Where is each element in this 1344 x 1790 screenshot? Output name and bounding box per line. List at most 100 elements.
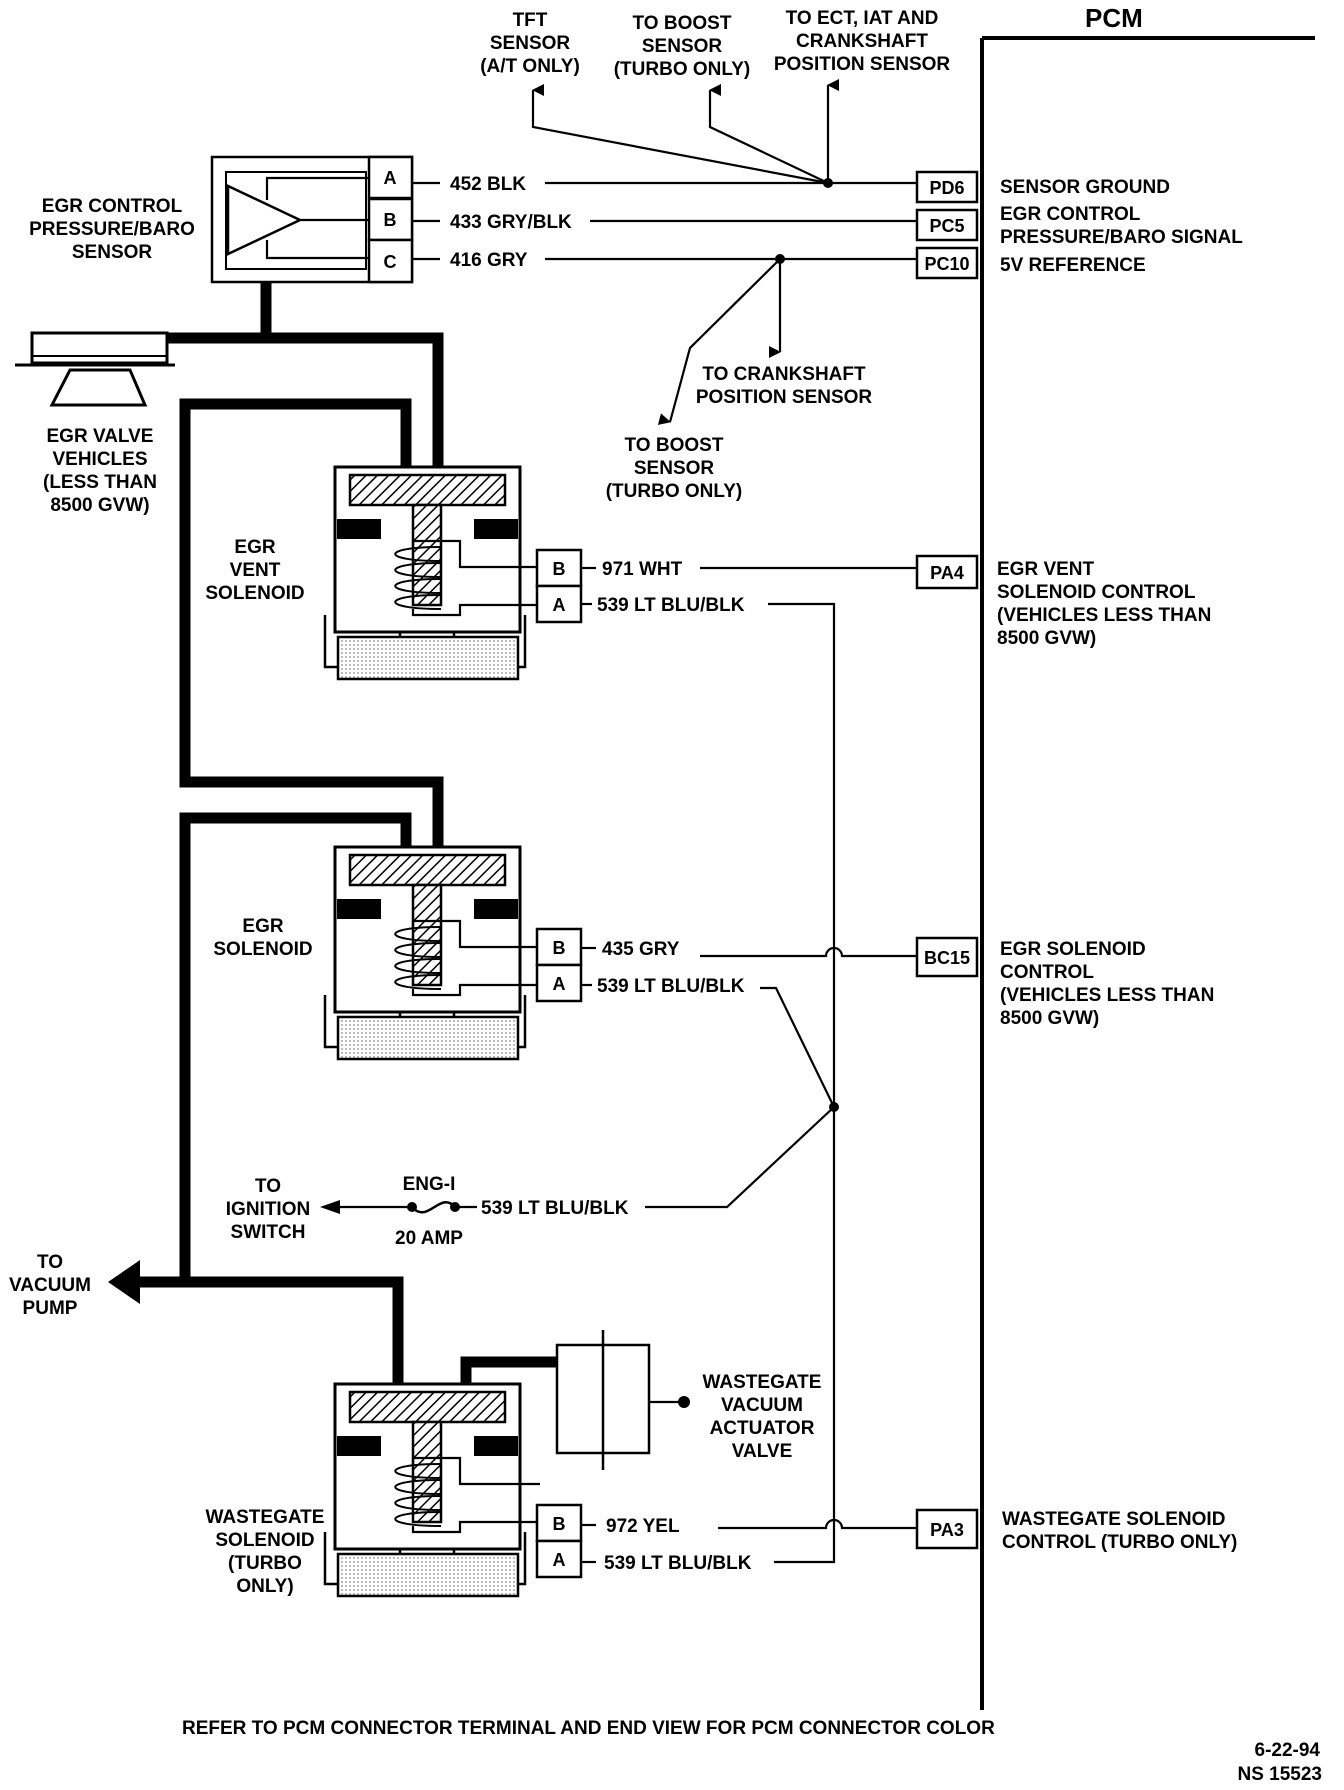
vacuum-pump-label-line1: TO [37,1252,63,1273]
pin-desc-pa4-line3: (VEHICLES LESS THAN [997,605,1211,626]
boost-top-label-line2: SENSOR [642,36,723,57]
footer-date: 6-22-94 [1255,1740,1321,1761]
wastegate-label-line2: SOLENOID [215,1530,314,1551]
ect-label-line3: POSITION SENSOR [774,54,951,75]
boost-mid-label-line2: SENSOR [634,458,715,479]
wastegate-label-line4: ONLY) [236,1576,293,1597]
vacuum-pump-arrow [108,1260,140,1304]
wastegate-solenoid: B A [323,1382,583,1598]
pin-desc-bc15-line4: 8500 GVW) [1000,1008,1099,1029]
actuator-label-line1: WASTEGATE [703,1372,822,1393]
crank-label-line2: POSITION SENSOR [696,387,873,408]
pin-desc-pc5-line1: EGR CONTROL [1000,204,1141,225]
svg-text:PC10: PC10 [924,254,969,274]
egr-valve-label-line2: VEHICLES [52,449,147,470]
wire-539-egr: 539 LT BLU/BLK [597,976,745,997]
ignition-feed: 539 LT BLU/BLK [320,1102,839,1530]
svg-text:BC15: BC15 [924,948,970,968]
ignition-label-line2: IGNITION [226,1199,310,1220]
vacuum-pump-label-line2: VACUUM [9,1275,91,1296]
egr-solenoid: B A [323,845,583,1061]
tft-label-line2: SENSOR [490,33,571,54]
boost-top-label-line3: (TURBO ONLY) [614,59,751,80]
pin-desc-pa3-line1: WASTEGATE SOLENOID [1002,1509,1225,1530]
egr-solenoid-wires: 435 GRY 539 LT BLU/BLK [581,939,917,1108]
egr-pin-a: A [553,974,566,994]
ect-label-line2: CRANKSHAFT [796,31,928,52]
fuse-rating: 20 AMP [395,1228,463,1249]
sensor-pin-c: C [384,252,397,272]
actuator-label-line4: VALVE [732,1441,793,1462]
actuator-label-line3: ACTUATOR [710,1418,815,1439]
footer-note: REFER TO PCM CONNECTOR TERMINAL AND END … [182,1718,995,1739]
boost-mid-label-line1: TO BOOST [625,435,724,456]
wire-539-vent: 539 LT BLU/BLK [597,595,745,616]
wastegate-pin-b: B [553,1514,566,1534]
sensor-pin-b: B [384,210,397,230]
wastegate-pin-a: A [553,1550,566,1570]
ignition-label-line3: SWITCH [231,1222,306,1243]
egr-solenoid-label-line2: SOLENOID [213,939,312,960]
svg-text:PA4: PA4 [930,563,964,583]
pin-desc-pa3-line2: CONTROL (TURBO ONLY) [1002,1532,1237,1553]
egr-vent-solenoid: B A [323,465,583,681]
pin-desc-bc15-line2: CONTROL [1000,962,1094,983]
sensor-label-line2: PRESSURE/BARO [29,219,195,240]
vent-label-line1: EGR [234,537,275,558]
fuse-icon [411,1200,456,1214]
vacuum-pump-label-line3: PUMP [23,1298,78,1319]
egr-valve-label-line4: 8500 GVW) [50,495,149,516]
reference-splice-dot [775,254,785,264]
sensor-pin-a: A [384,168,397,188]
footer-code: NS 15523 [1237,1764,1322,1785]
pcm-pin-pa3: PA3 [915,1508,979,1550]
boost-top-label-line1: TO BOOST [633,13,732,34]
reference-branches [657,254,785,425]
pcm-module: PCM [980,3,1315,1710]
egr-valve-label-line1: EGR VALVE [47,426,154,447]
ect-label-line1: TO ECT, IAT AND [786,8,939,29]
wire-539-wastegate: 539 LT BLU/BLK [604,1553,752,1574]
sensor-wires: 452 BLK 433 GRY/BLK 416 GRY [412,174,917,271]
sensor-label-line3: SENSOR [72,242,153,263]
pin-desc-pa4-line2: SOLENOID CONTROL [997,582,1196,603]
wire-539-ignition: 539 LT BLU/BLK [481,1198,629,1219]
fuse-name: ENG-I [403,1174,456,1195]
egr-pressure-baro-sensor: A B C [210,155,414,284]
wire-435-gry: 435 GRY [602,939,680,960]
wastegate-label-line1: WASTEGATE [206,1507,325,1528]
egr-valve [15,331,175,407]
crank-label-line1: TO CRANKSHAFT [702,364,866,385]
wastegate-label-line3: (TURBO [228,1553,302,1574]
wire-972-yel: 972 YEL [606,1516,680,1537]
pcm-pin-pa4: PA4 [915,554,979,590]
boost-mid-label-line3: (TURBO ONLY) [606,481,743,502]
pin-desc-pa4-line4: 8500 GVW) [997,628,1096,649]
vent-pin-b: B [553,559,566,579]
svg-text:PC5: PC5 [929,216,964,236]
sensor-ground-branches [531,79,839,188]
pcm-pins: PD6 PC5 PC10 PA4 BC15 PA3 [915,170,979,1550]
pin-desc-pd6: SENSOR GROUND [1000,177,1170,198]
pin-desc-pa4-line1: EGR VENT [997,559,1095,580]
sensor-label-line1: EGR CONTROL [42,196,183,217]
vent-label-line2: VENT [230,560,281,581]
pcm-title: PCM [1085,3,1143,33]
wire-971-wht: 971 WHT [602,559,683,580]
vent-solenoid-wires: 971 WHT 539 LT BLU/BLK [581,559,917,1107]
wastegate-vacuum-actuator [555,1330,690,1470]
ignition-arrow [320,1200,340,1214]
wire-452-blk: 452 BLK [450,174,526,195]
svg-text:PD6: PD6 [929,178,964,198]
egr-pin-b: B [553,938,566,958]
tft-label-line1: TFT [513,10,548,31]
wire-416-gry: 416 GRY [450,250,528,271]
wastegate-solenoid-wires: 972 YEL 539 LT BLU/BLK [581,1516,917,1574]
vent-pin-a: A [553,595,566,615]
pcm-pin-bc15: BC15 [915,936,979,978]
pcm-pin-pc5: PC5 [915,208,979,242]
pin-desc-pc5-line2: PRESSURE/BARO SIGNAL [1000,227,1243,248]
pcm-pin-pc10: PC10 [915,246,979,280]
actuator-label-line2: VACUUM [721,1395,803,1416]
